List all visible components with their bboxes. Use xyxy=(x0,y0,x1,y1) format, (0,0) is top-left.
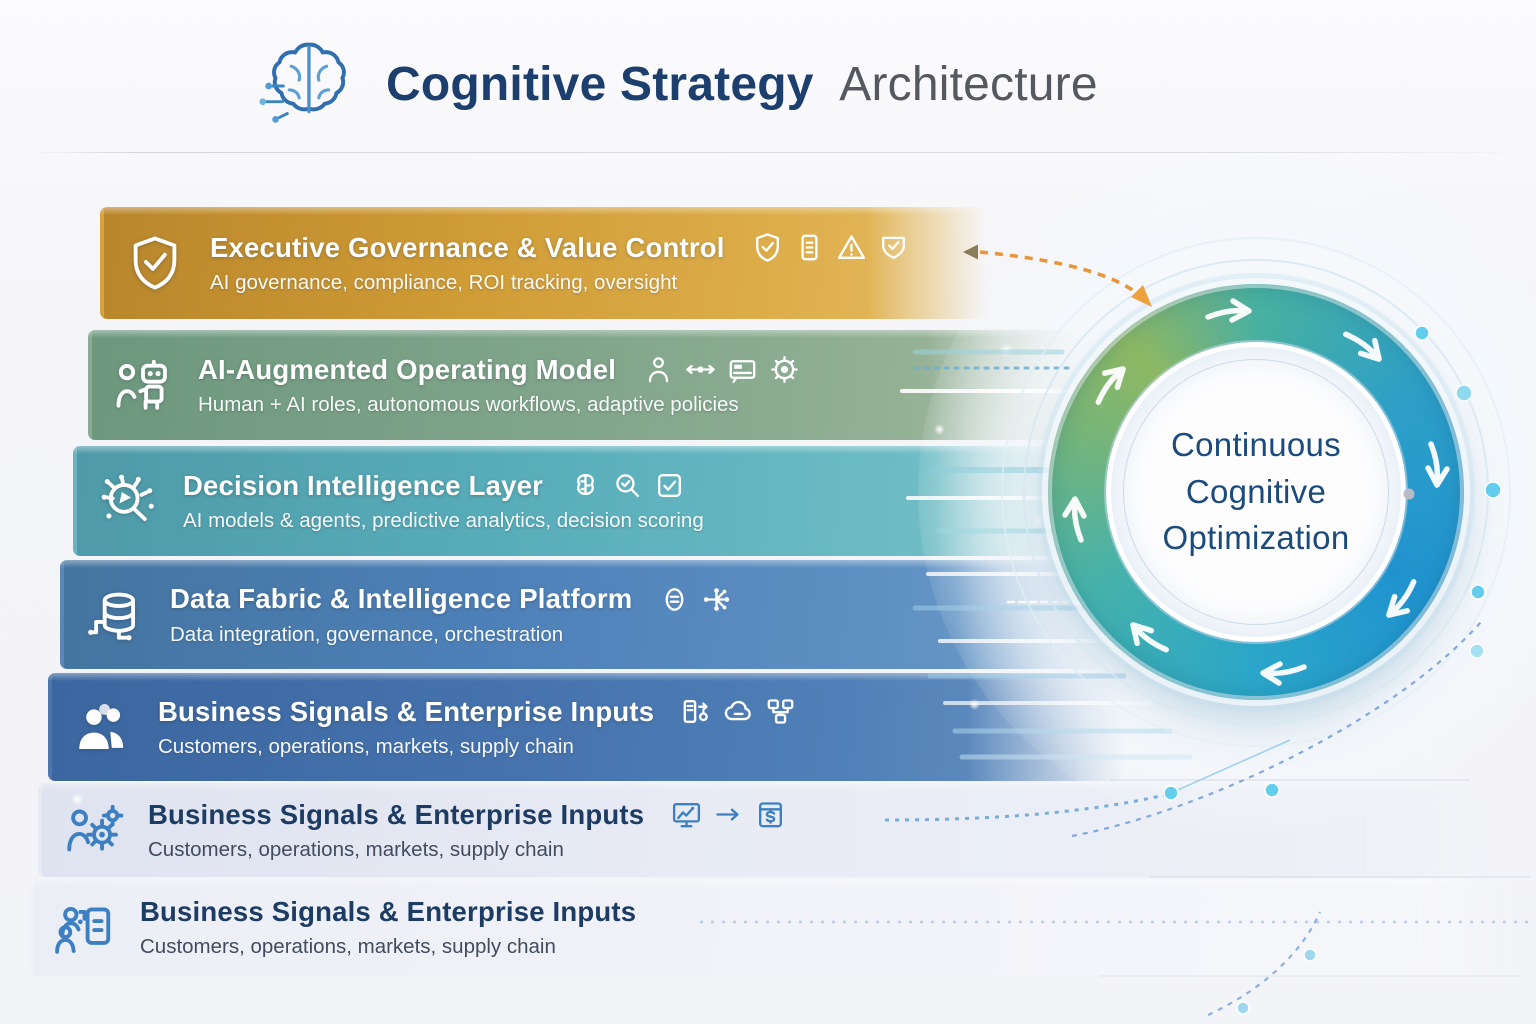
layer-text: Data Fabric & Intelligence Platform Data… xyxy=(170,583,733,647)
layer-subtitle: Customers, operations, markets, supply c… xyxy=(148,838,564,861)
layer-text: Business Signals & Enterprise Inputs Cus… xyxy=(158,695,797,759)
layer-subtitle: Data integration, governance, orchestrat… xyxy=(170,622,564,646)
shield-check-icon xyxy=(751,231,784,264)
cycle-label-line1: Continuous xyxy=(1171,425,1341,463)
layer-text: Decision Intelligence Layer AI models & … xyxy=(183,469,704,533)
page-title-strong: Cognitive Strategy xyxy=(386,57,814,111)
layer-operating-model: AI-Augmented Operating Model Human + AI … xyxy=(88,330,1087,440)
header: Cognitive Strategy Architecture xyxy=(248,34,1098,134)
layer-title: Decision Intelligence Layer xyxy=(183,469,543,501)
layer-text: Executive Governance & Value Control AI … xyxy=(210,231,910,295)
checkbox-icon xyxy=(653,469,686,502)
cycle-label: Continuous Cognitive Optimization xyxy=(1162,422,1349,563)
person-gears-icon xyxy=(62,799,124,861)
sparkle xyxy=(933,423,946,436)
page-title: Cognitive Strategy Architecture xyxy=(386,57,1098,112)
layer-title: Business Signals & Enterprise Inputs xyxy=(148,798,645,830)
layer-subtitle: AI models & agents, predictive analytics… xyxy=(183,509,704,532)
cycle-label-line3: Optimization xyxy=(1162,519,1350,557)
layer-trailing-icons xyxy=(680,695,797,728)
data-token-icon xyxy=(658,583,691,616)
magnifier-network-icon xyxy=(97,470,159,532)
sparkle xyxy=(70,792,85,807)
sparkle xyxy=(968,698,981,711)
people-document-icon xyxy=(54,897,116,959)
arrow-right-icon xyxy=(712,798,745,831)
layer-text: AI-Augmented Operating Model Human + AI … xyxy=(198,353,801,417)
layer-subtitle: Customers, operations, markets, supply c… xyxy=(140,935,556,958)
layer-trailing-icons xyxy=(569,469,686,502)
layer-text: Business Signals & Enterprise Inputs Cus… xyxy=(140,896,636,959)
layer-trailing-icons xyxy=(642,353,801,386)
server-sync-icon xyxy=(680,695,713,728)
header-divider xyxy=(28,152,1536,153)
page-title-light: Architecture xyxy=(839,57,1098,111)
layer-trailing-icons xyxy=(751,231,910,264)
layer-trailing-icons xyxy=(658,583,733,616)
layer-trailing-icons xyxy=(670,798,787,831)
brain-circuit-icon xyxy=(259,42,346,123)
layer-title: Executive Governance & Value Control xyxy=(210,231,725,263)
layer-business-signals-3: Business Signals & Enterprise Inputs Cus… xyxy=(30,879,1532,976)
cycle-label-line2: Cognitive xyxy=(1185,472,1327,510)
warning-triangle-icon xyxy=(835,231,868,264)
gear-icon xyxy=(768,353,801,386)
linked-boxes-icon xyxy=(764,695,797,728)
layer-title: Data Fabric & Intelligence Platform xyxy=(170,583,633,614)
people-group-icon xyxy=(72,696,134,758)
layer-text: Business Signals & Enterprise Inputs Cus… xyxy=(148,798,787,862)
sparkle xyxy=(1032,513,1047,528)
magnifier-check-icon xyxy=(611,469,644,502)
interface-card-icon xyxy=(726,353,759,386)
layer-business-signals-1: Business Signals & Enterprise Inputs Cus… xyxy=(48,673,1130,781)
workflow-nodes-icon xyxy=(684,353,717,386)
shield-flag-icon xyxy=(877,231,910,264)
layer-subtitle: AI governance, compliance, ROI tracking,… xyxy=(210,271,678,294)
layer-executive-governance: Executive Governance & Value Control AI … xyxy=(100,207,992,319)
dollar-panel-icon xyxy=(754,798,787,831)
layer-subtitle: Customers, operations, markets, supply c… xyxy=(158,735,574,758)
network-graph-icon xyxy=(700,583,733,616)
layer-subtitle: Human + AI roles, autonomous workflows, … xyxy=(198,393,739,416)
cycle-core: Continuous Cognitive Optimization xyxy=(1106,342,1406,642)
layer-title: AI-Augmented Operating Model xyxy=(198,353,617,385)
shield-check-icon xyxy=(124,232,186,294)
layer-title: Business Signals & Enterprise Inputs xyxy=(158,695,655,727)
human-robot-icon xyxy=(112,354,174,416)
monitor-chart-icon xyxy=(670,798,703,831)
database-circuit-icon xyxy=(84,584,146,646)
document-lines-icon xyxy=(793,231,826,264)
person-icon xyxy=(642,353,675,386)
sparkle xyxy=(998,342,1014,358)
cloud-icon xyxy=(722,695,755,728)
brain-icon xyxy=(569,469,602,502)
layer-title: Business Signals & Enterprise Inputs xyxy=(140,896,637,927)
